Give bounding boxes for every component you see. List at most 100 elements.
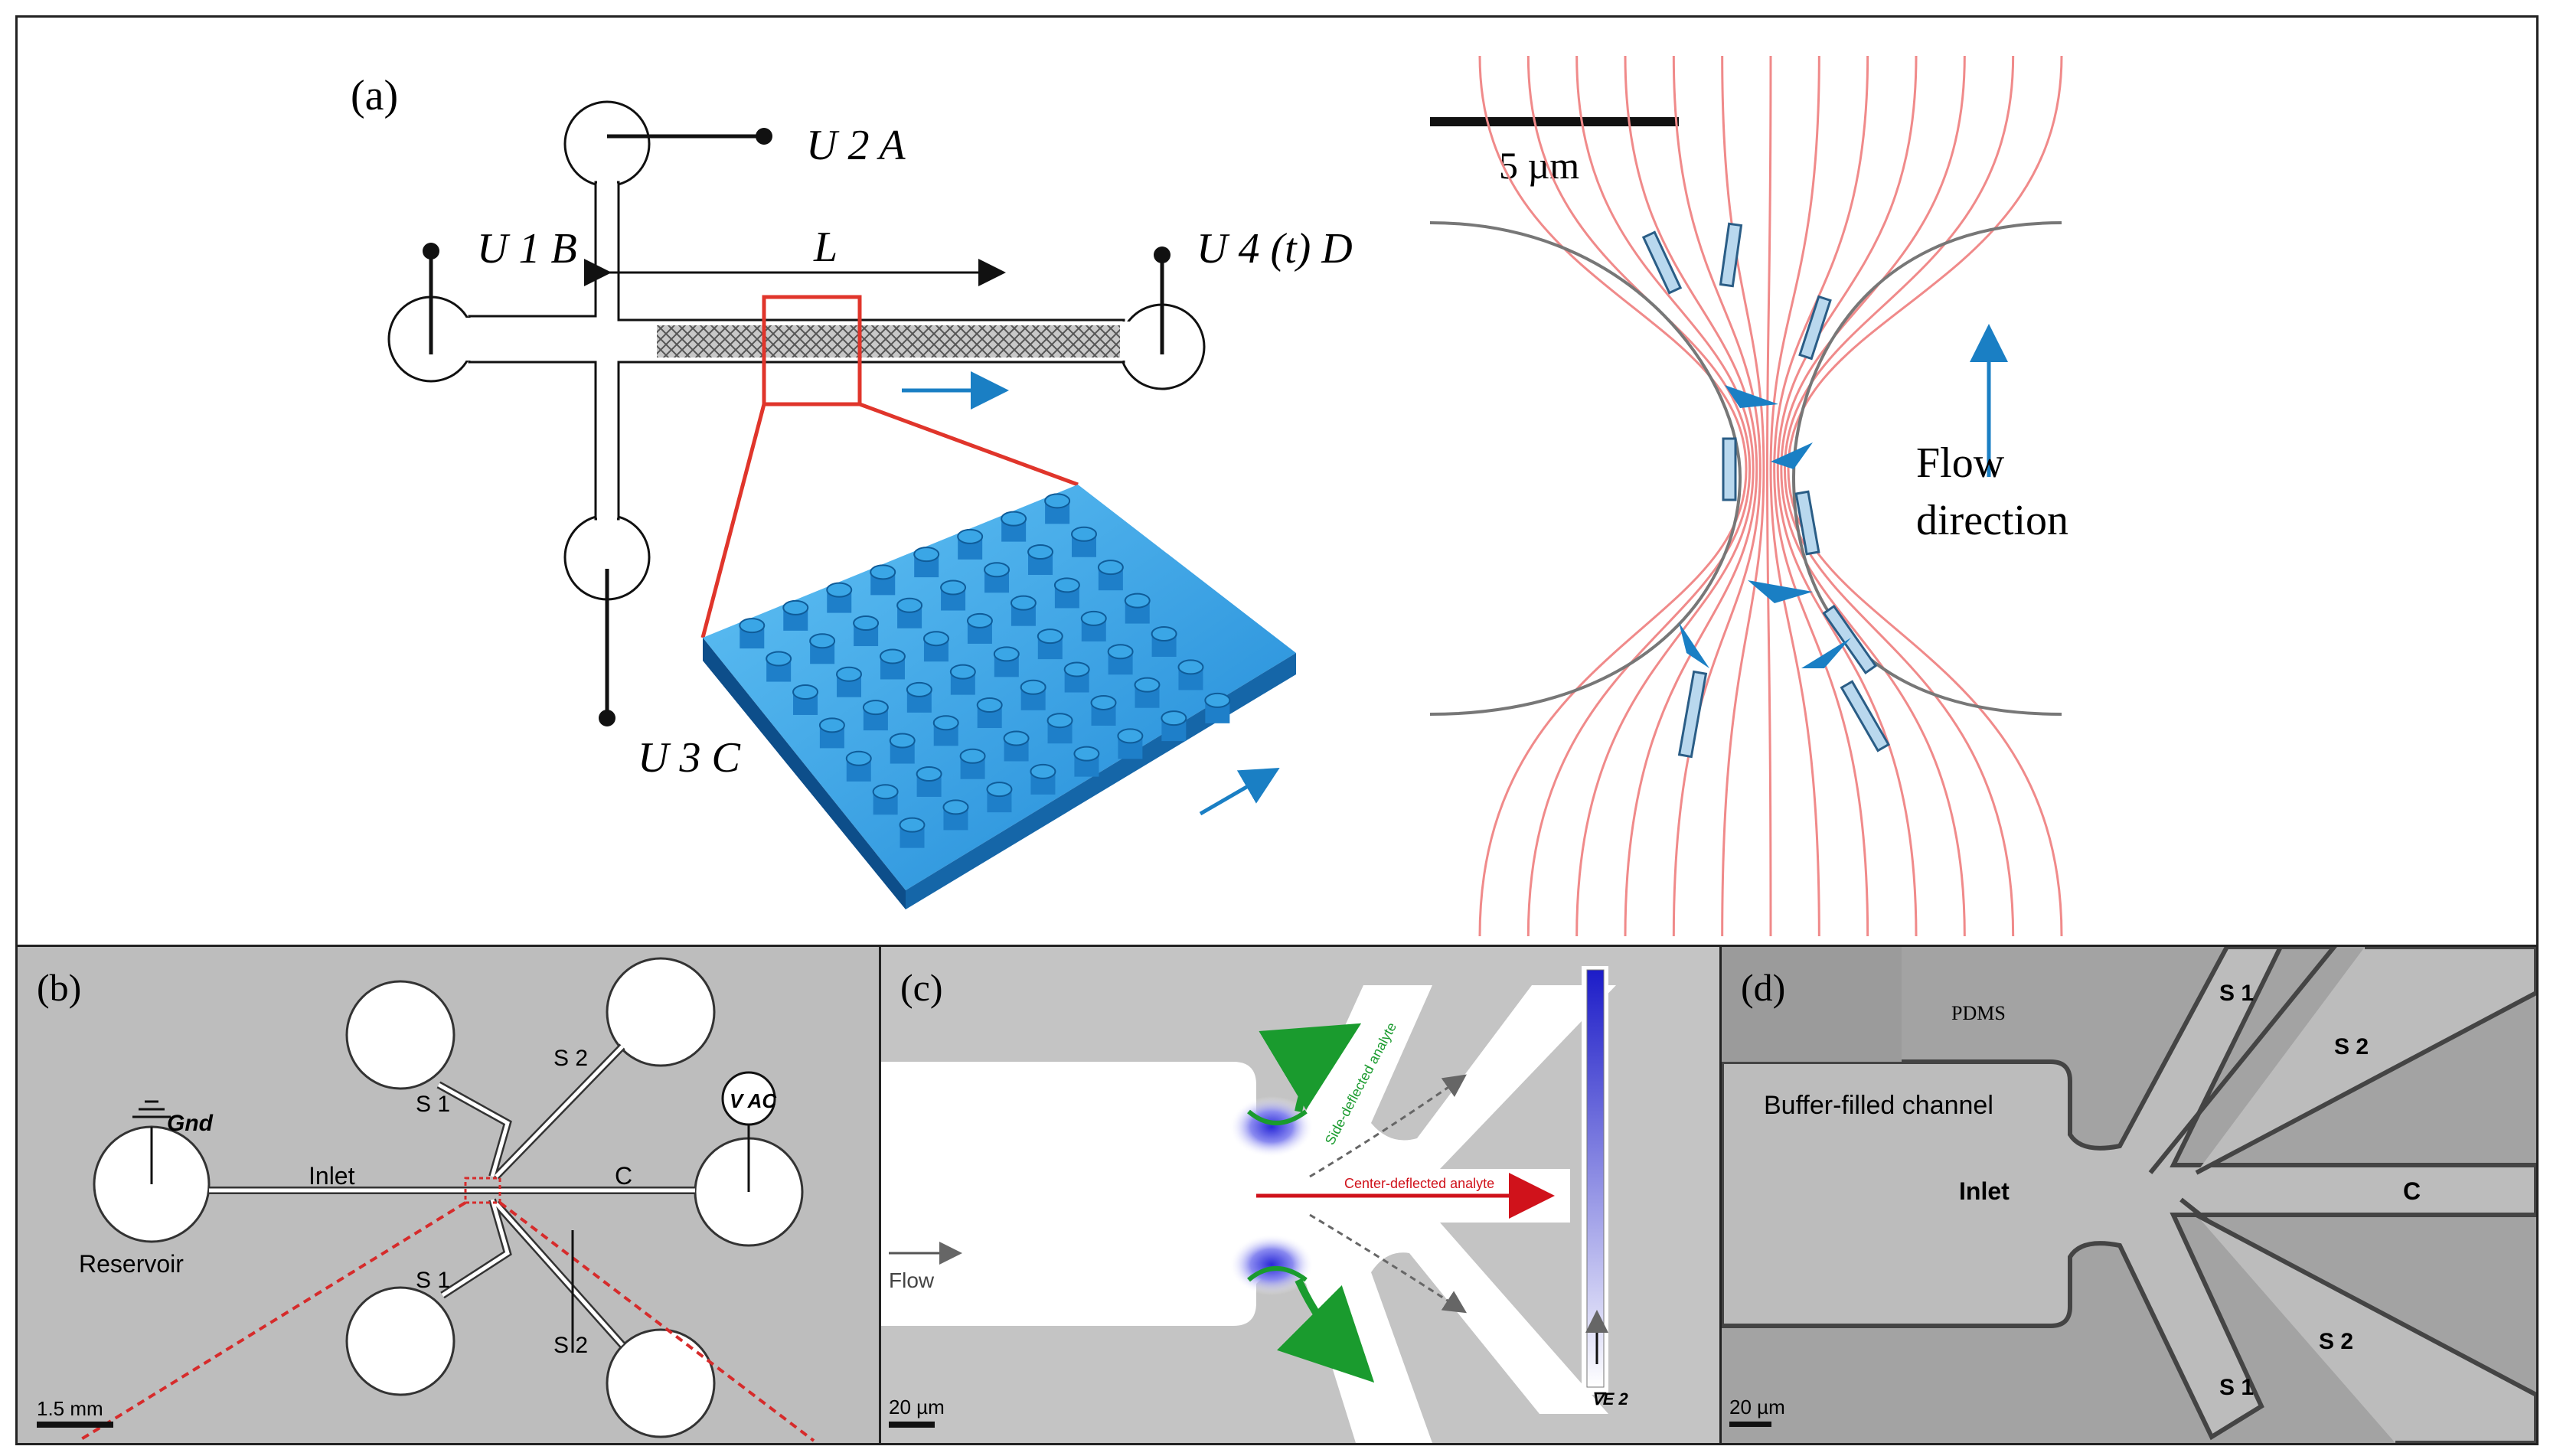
panel-b: (b) Gnd Inlet Reservoir V AC S 1 S 2 S 1… [15, 945, 881, 1445]
pillar-top [1073, 746, 1100, 762]
scale-bar-c-label: 20 µm [889, 1396, 945, 1418]
pillar-top [1090, 694, 1117, 710]
particles [1641, 222, 1890, 759]
pillar-top [1124, 593, 1151, 609]
streamline [1575, 55, 1755, 937]
s2-top-label: S 2 [553, 1046, 588, 1071]
pillar-top [870, 564, 896, 580]
s2-bottom-label-d: S 2 [2319, 1329, 2353, 1354]
pillar-top [916, 766, 942, 782]
reservoir-label: Reservoir [79, 1250, 184, 1278]
pillar-top [1003, 730, 1030, 746]
scale-bar-d [1729, 1422, 1771, 1427]
buffer-label: Buffer-filled channel [1764, 1091, 1993, 1120]
pillar-top [1117, 728, 1144, 744]
streamline [1769, 55, 1820, 937]
flow-label-1: Flow [1916, 439, 2005, 487]
pillar-top [862, 700, 889, 716]
s1-bottom-label-d: S 1 [2219, 1375, 2254, 1400]
length-label: L [813, 224, 837, 271]
electrode-label-bottom: U 3 C [638, 734, 740, 782]
pillar-top [1177, 659, 1204, 675]
streamline [1776, 55, 1918, 937]
pillar-array-3d [703, 485, 1296, 909]
s2-top-label-d: S 2 [2334, 1034, 2369, 1059]
inlet-label-b: Inlet [309, 1162, 355, 1190]
pillar-top [739, 618, 766, 634]
pillar-top [959, 748, 986, 764]
streamline [1765, 55, 1772, 937]
post-right [1791, 221, 2062, 716]
pillar-top [1134, 677, 1161, 693]
gradient-colorbar [1586, 969, 1605, 1388]
panel-a-diagram: (a) U 2 A U 1 B U 4 (t) D U 3 C L 5 µm [351, 55, 2068, 937]
pillar-top [872, 784, 899, 800]
panel-d-diagram: (d) PDMS Buffer-filled channel Inlet S 1… [1722, 947, 2536, 1443]
pillar-top [766, 651, 792, 667]
pillar-top [942, 799, 969, 815]
pillar-top [1204, 692, 1231, 708]
scale-bar-a-label: 5 µm [1499, 144, 1579, 187]
panel-c-diagram: (c) Flow Side-deflected analyte Center-d… [881, 966, 1629, 1443]
pillar-top [826, 582, 853, 598]
pillar-top [1161, 710, 1187, 726]
pillar-top [976, 697, 1003, 713]
pillar-top [922, 631, 949, 647]
pillar-top [1010, 595, 1037, 611]
pillar-top [818, 717, 845, 733]
constriction-view: 5 µm Flow direc [1429, 55, 2068, 937]
pillar-top [1097, 560, 1124, 576]
pdms-label: PDMS [1951, 1002, 2006, 1024]
pillar-top [792, 684, 819, 700]
pillar-top [984, 562, 1011, 578]
channel-c [881, 985, 1616, 1443]
electrode-label-top: U 2 A [806, 122, 906, 169]
pillar-top [957, 528, 984, 544]
scale-bar-b [37, 1422, 113, 1428]
pillar-top [1030, 763, 1056, 779]
flow-label-2: direction [1916, 497, 2068, 544]
s2-bottom-label: S 2 [553, 1333, 588, 1358]
pillar-top [1151, 626, 1177, 642]
pillar-top [853, 615, 880, 632]
pillar-top [940, 579, 967, 596]
pillar-top [1001, 511, 1027, 527]
scale-bar-b-label: 1.5 mm [37, 1397, 103, 1420]
pillar-top [889, 733, 916, 749]
pillar-top [1027, 544, 1054, 560]
pillar-top [906, 681, 932, 697]
s1-top-label-d: S 1 [2219, 981, 2254, 1006]
pillar-top [932, 715, 959, 731]
pillar-top [879, 648, 906, 664]
packed-bed [657, 325, 1120, 357]
pillar-top [1046, 713, 1073, 729]
streamline [1780, 55, 1966, 937]
pillar-top [993, 646, 1020, 662]
pillar-top [836, 666, 863, 682]
post-left [1429, 221, 1742, 716]
flow-label-c: Flow [889, 1268, 935, 1292]
pillar-top [896, 597, 923, 613]
zoom-box [762, 295, 862, 406]
panel-b-label: (b) [37, 966, 81, 1009]
pillar-top [1063, 661, 1090, 677]
panel-a-label: (a) [351, 72, 398, 119]
electrode-label-right: U 4 (t) D [1197, 225, 1353, 273]
gnd-label: Gnd [167, 1111, 214, 1136]
scale-bar-c [889, 1422, 935, 1428]
streamline [1624, 55, 1758, 937]
panel-b-diagram: (b) Gnd Inlet Reservoir V AC S 1 S 2 S 1… [37, 957, 815, 1442]
scale-bar-d-label: 20 µm [1729, 1396, 1785, 1418]
scale-bar-a [1430, 117, 1679, 126]
channel-d [1722, 947, 2536, 1441]
pillar-top [1070, 526, 1097, 542]
pillar-top [966, 612, 993, 628]
streamline [1526, 55, 1752, 937]
pillar-top [986, 782, 1013, 798]
streamline [1787, 55, 2063, 937]
electrode-label-left: U 1 B [477, 225, 577, 273]
pillar-top [1080, 610, 1107, 626]
panel-d-label: (d) [1741, 966, 1785, 1009]
panel-c-label: (c) [900, 966, 943, 1009]
streamline [1478, 55, 1748, 937]
